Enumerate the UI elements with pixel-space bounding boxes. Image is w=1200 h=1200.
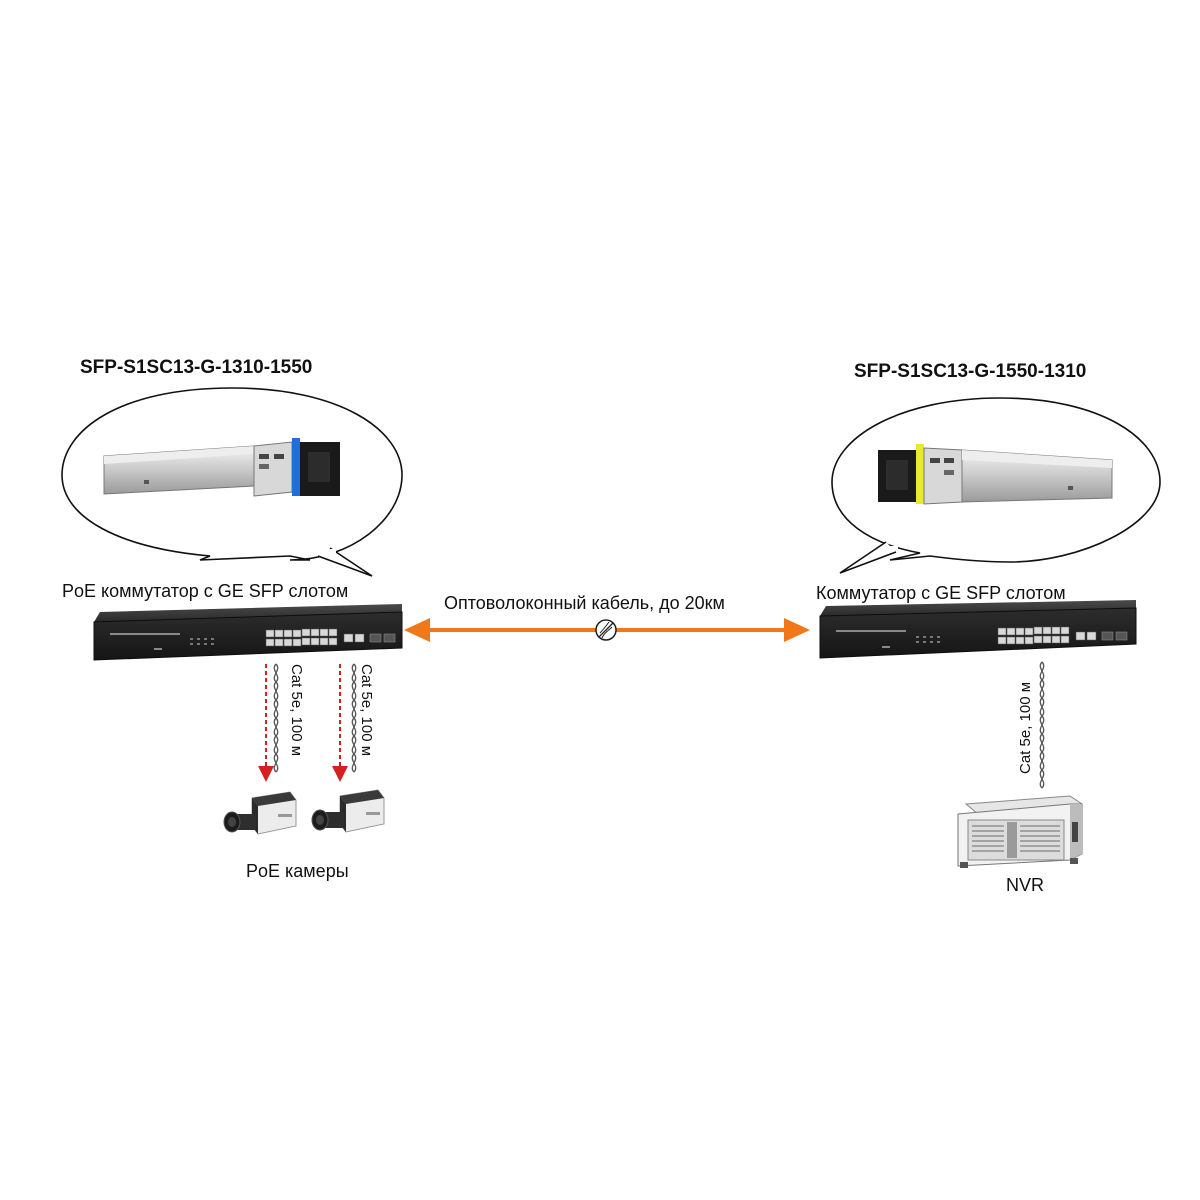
sfp-latch-left bbox=[292, 438, 300, 496]
ip-camera-icon bbox=[223, 791, 297, 835]
fiber-coil-icon bbox=[595, 619, 617, 641]
sfp-module-icon bbox=[103, 438, 340, 497]
network-switch-icon bbox=[93, 604, 403, 661]
twisted-pair-cable-1 bbox=[273, 663, 279, 773]
cameras-label: PoE камеры bbox=[246, 861, 349, 881]
left-cable-label-2: Cat 5e, 100 м bbox=[358, 664, 375, 757]
right-switch-label: Коммутатор с GE SFP слотом bbox=[816, 583, 1066, 603]
fiber-link-label: Оптоволоконный кабель, до 20км bbox=[444, 593, 725, 613]
left-cable-label-1: Cat 5e, 100 м bbox=[288, 664, 305, 757]
right-sfp-model-label: SFP-S1SC13-G-1550-1310 bbox=[854, 361, 1087, 382]
right-cable-label: Cat 5e, 100 м bbox=[1017, 681, 1034, 774]
twisted-pair-cable-2 bbox=[351, 663, 357, 773]
nvr-server-icon bbox=[957, 795, 1084, 868]
twisted-pair-cable-3 bbox=[1039, 661, 1045, 789]
ip-camera-icon bbox=[311, 789, 385, 833]
left-sfp-model-label: SFP-S1SC13-G-1310-1550 bbox=[80, 357, 313, 378]
sfp-module-icon bbox=[878, 444, 1113, 505]
nvr-label: NVR bbox=[1006, 875, 1045, 895]
network-switch-icon bbox=[819, 600, 1137, 659]
left-switch-label: PoE коммутатор с GE SFP слотом bbox=[62, 581, 349, 601]
